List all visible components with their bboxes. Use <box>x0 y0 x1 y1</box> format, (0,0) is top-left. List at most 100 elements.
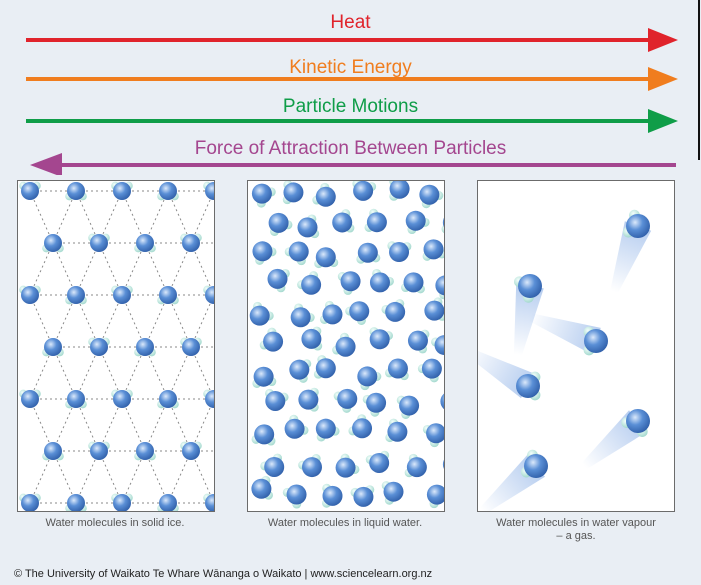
water-molecule <box>111 285 133 304</box>
water-molecule <box>387 241 412 263</box>
water-molecule <box>19 389 41 408</box>
caption-line: – a gas. <box>556 530 596 542</box>
water-molecule <box>356 242 381 264</box>
water-molecule <box>297 214 320 239</box>
water-molecule <box>42 338 64 357</box>
water-molecule <box>422 239 444 261</box>
vapour-molecule <box>513 274 544 356</box>
water-molecule <box>88 337 110 356</box>
water-molecule <box>111 493 133 511</box>
water-molecule <box>203 493 214 511</box>
water-molecule <box>381 481 404 505</box>
water-molecule <box>314 247 339 269</box>
water-molecule <box>298 387 319 412</box>
water-molecule <box>396 395 420 419</box>
water-molecule <box>251 183 276 208</box>
attraction-force-arrow <box>30 153 676 175</box>
particle-motions-label: Particle Motions <box>282 96 419 117</box>
water-molecule <box>290 303 315 328</box>
water-molecule <box>88 441 110 460</box>
particle-motions-arrow <box>26 109 678 133</box>
water-molecule <box>431 335 444 356</box>
water-molecule <box>422 423 444 448</box>
water-molecule <box>441 217 444 234</box>
water-molecule <box>442 459 444 469</box>
water-vapour-panel <box>477 180 675 512</box>
water-molecule <box>282 181 304 205</box>
water-molecule <box>203 181 214 200</box>
caption-line: Water molecules in solid ice. <box>45 517 185 529</box>
water-molecule <box>251 424 276 446</box>
water-molecule <box>332 332 356 357</box>
water-molecule <box>134 234 156 253</box>
liquid-water-caption: Water molecules in liquid water. <box>230 517 460 530</box>
water-molecule <box>252 366 277 388</box>
kinetic-energy-label: Kinetic Energy <box>289 57 412 78</box>
water-molecule <box>312 182 336 207</box>
water-molecule <box>424 297 444 321</box>
water-molecule <box>404 453 427 478</box>
water-molecule <box>322 483 343 508</box>
water-molecule <box>417 358 442 383</box>
water-molecule <box>180 441 202 460</box>
water-molecule <box>260 453 285 477</box>
water-molecule <box>134 442 156 461</box>
edge-divider <box>698 0 700 160</box>
water-molecule <box>435 275 444 300</box>
water-molecule <box>111 389 133 408</box>
water-molecule <box>65 390 87 409</box>
vapour-molecule <box>479 449 548 511</box>
water-molecule <box>319 300 343 325</box>
water-molecule <box>385 418 408 443</box>
water-molecule <box>19 285 41 304</box>
water-molecule <box>419 184 444 209</box>
water-molecule <box>157 182 179 201</box>
motion-trail <box>610 221 652 294</box>
water-molecule <box>203 389 214 408</box>
water-molecule <box>180 337 202 356</box>
arrows-layer <box>26 28 678 175</box>
water-molecule <box>88 233 110 252</box>
water-molecule <box>19 493 41 511</box>
water-molecule <box>301 326 323 351</box>
water-molecule <box>583 326 608 356</box>
copyright-credit: © The University of Waikato Te Whare Wān… <box>14 568 433 580</box>
motion-trail <box>513 283 544 356</box>
water-molecule <box>268 212 293 236</box>
water-molecule <box>516 371 541 401</box>
water-molecule <box>298 454 322 478</box>
water-molecule <box>180 233 202 252</box>
water-molecule <box>267 268 290 293</box>
caption-line: Water molecules in water vapour <box>496 517 656 529</box>
water-molecule <box>426 484 444 509</box>
water-molecule <box>259 327 284 352</box>
solid-ice-caption: Water molecules in solid ice. <box>0 517 230 530</box>
water-molecule <box>335 453 360 478</box>
water-molecule <box>369 327 393 350</box>
water-molecule <box>252 241 277 265</box>
water-molecule <box>65 182 87 201</box>
water-molecule <box>369 268 394 293</box>
water-molecule <box>621 409 650 437</box>
water-molecule <box>520 449 548 478</box>
water-molecule <box>42 442 64 461</box>
liquid-water-molecules <box>249 181 444 509</box>
vapour-molecule <box>528 313 608 356</box>
vapour-molecule <box>610 209 652 294</box>
kinetic-energy-arrow <box>26 67 678 91</box>
water-molecule <box>333 388 358 413</box>
motion-trail <box>528 313 601 355</box>
water-molecule <box>364 208 387 233</box>
water-molecule <box>405 210 430 235</box>
water-molecule <box>332 209 355 233</box>
solid-ice-molecules <box>19 181 214 511</box>
molecules <box>249 181 444 509</box>
solid-ice-panel <box>17 180 215 512</box>
water-molecule <box>203 285 214 304</box>
water-molecule <box>352 181 377 201</box>
heat-label: Heat <box>330 12 371 33</box>
water-vapour-molecules <box>478 209 652 511</box>
heat-arrow <box>26 28 678 52</box>
water-vapour-caption: Water molecules in water vapour – a gas. <box>461 517 691 543</box>
